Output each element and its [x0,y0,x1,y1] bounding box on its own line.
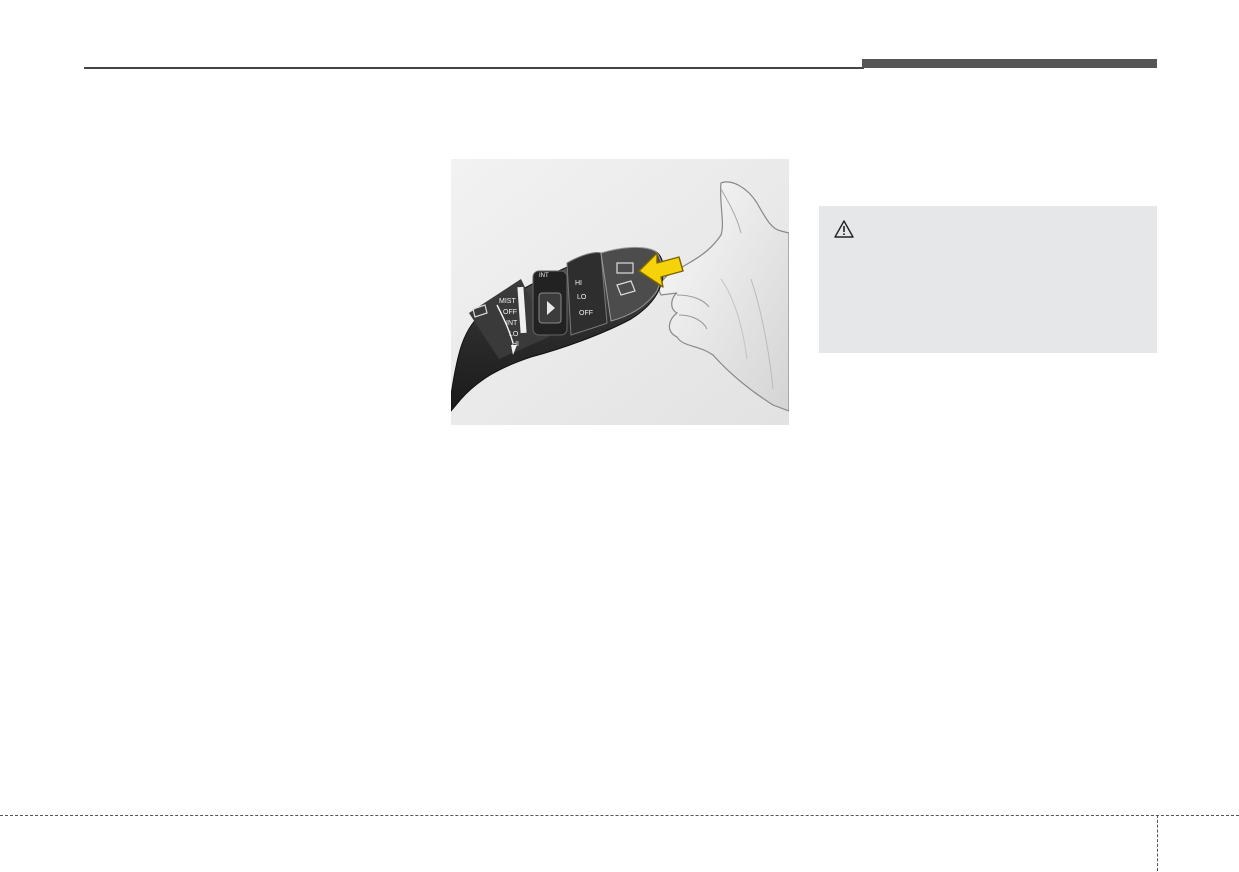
rear-label-hi: HI [575,280,582,287]
press-arrow-icon [638,252,684,288]
ring-label-hi: HI [512,341,519,348]
warning-box [819,206,1157,353]
ring-label-int: INT [506,320,518,327]
warning-triangle-icon [834,220,854,238]
rear-label-lo: LO [577,294,587,301]
wiper-stalk-illustration: MIST OFF INT LO HI INT HI LO OFF [451,159,789,425]
ring-label-off: OFF [503,309,517,316]
footer-dashed-rule [0,815,1239,816]
header-rule [84,67,864,69]
footer-page-tick [1157,815,1158,871]
dial-label-int: INT [539,273,549,279]
hand-illustration [658,181,789,412]
ring-label-mist: MIST [499,298,516,305]
rear-label-off: OFF [579,310,593,317]
header-accent-bar [862,59,1157,68]
ring-label-lo: LO [509,331,519,338]
